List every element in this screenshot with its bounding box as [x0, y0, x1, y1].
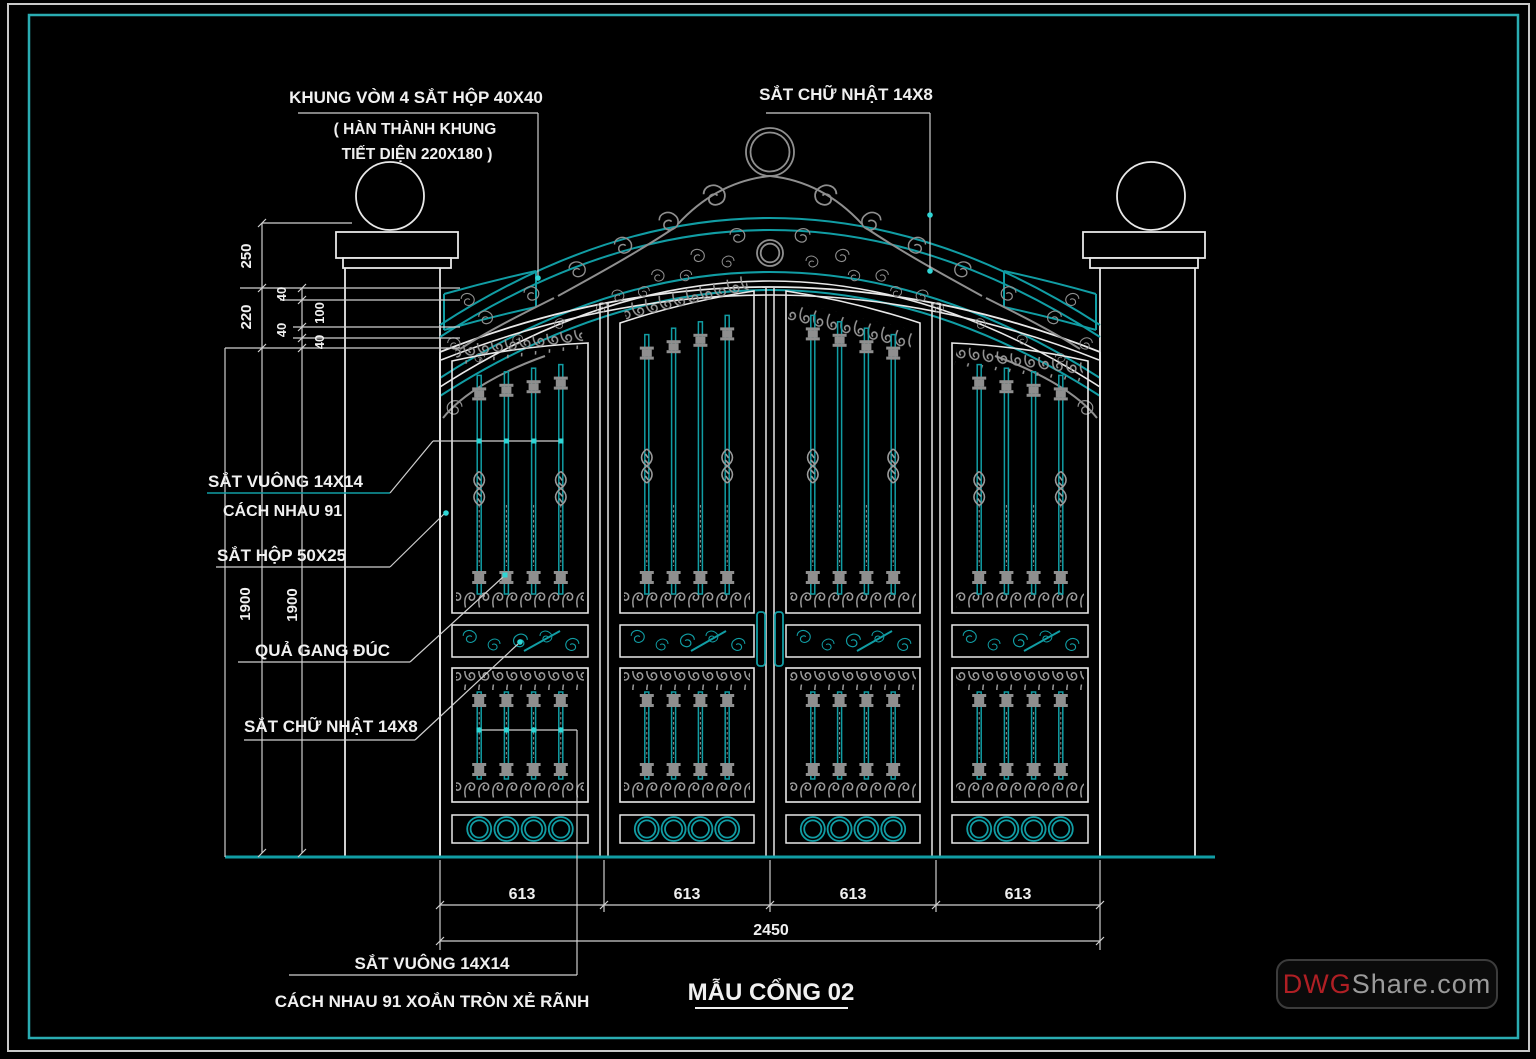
text-labels: KHUNG VÒM 4 SẮT HỘP 40X40 ( HÀN THÀNH KH…	[208, 84, 1031, 1011]
drawing-title: MẪU CỔNG 02	[688, 977, 855, 1006]
dim-613-2: 613	[674, 886, 701, 903]
dim-613-1: 613	[509, 886, 536, 903]
dim-250: 250	[238, 243, 255, 268]
sheet-border-outer	[7, 3, 1530, 1052]
pillar-sphere-right	[1116, 161, 1186, 231]
callout-cast-ball: QUẢ GANG ĐÚC	[255, 641, 390, 660]
callout-rect-bar: SẮT CHỮ NHẬT 14X8	[244, 716, 418, 736]
dim-2450: 2450	[753, 922, 789, 939]
callout-bottom-square-bar: SẮT VUÔNG 14X14	[355, 954, 510, 973]
dim-613-4: 613	[1005, 886, 1032, 903]
callout-arch-frame-2: ( HÀN THÀNH KHUNG	[334, 121, 497, 138]
pillar-right	[1082, 161, 1206, 857]
pillar-sphere-left	[355, 161, 425, 231]
logo-dwg: DWG	[1282, 968, 1352, 999]
gate-doors	[225, 271, 1215, 859]
callout-square-bar: SẮT VUÔNG 14X14	[208, 472, 363, 491]
dim-40-bot: 40	[312, 335, 327, 349]
callout-arch-frame-1: KHUNG VÒM 4 SẮT HỘP 40X40	[289, 88, 543, 107]
sheet-border-inner	[27, 13, 1520, 1040]
logo-share: Share.com	[1351, 968, 1492, 999]
callout-bottom-spacing: CÁCH NHAU 91 XOẮN TRÒN XẺ RÃNH	[275, 991, 590, 1011]
callout-top-rect-bar: SẮT CHỮ NHẬT 14X8	[759, 84, 933, 104]
callout-box-bar: SẮT HỘP 50X25	[217, 546, 346, 565]
arch-band	[439, 217, 1101, 397]
dim-1900-a: 1900	[237, 587, 254, 620]
dim-613-3: 613	[840, 886, 867, 903]
dim-100: 100	[312, 302, 327, 324]
dim-40-top: 40	[274, 287, 289, 301]
callout-arch-frame-3: TIẾT DIỆN 220X180 )	[342, 145, 493, 163]
annotation-markers	[443, 212, 933, 733]
arch-ornaments	[442, 127, 1098, 419]
dimension-annotations	[207, 112, 1105, 1009]
dim-40-mid: 40	[274, 323, 289, 337]
callout-spacing: CÁCH NHAU 91	[223, 501, 342, 520]
dim-220: 220	[238, 304, 255, 329]
dim-1900-b: 1900	[284, 588, 301, 621]
